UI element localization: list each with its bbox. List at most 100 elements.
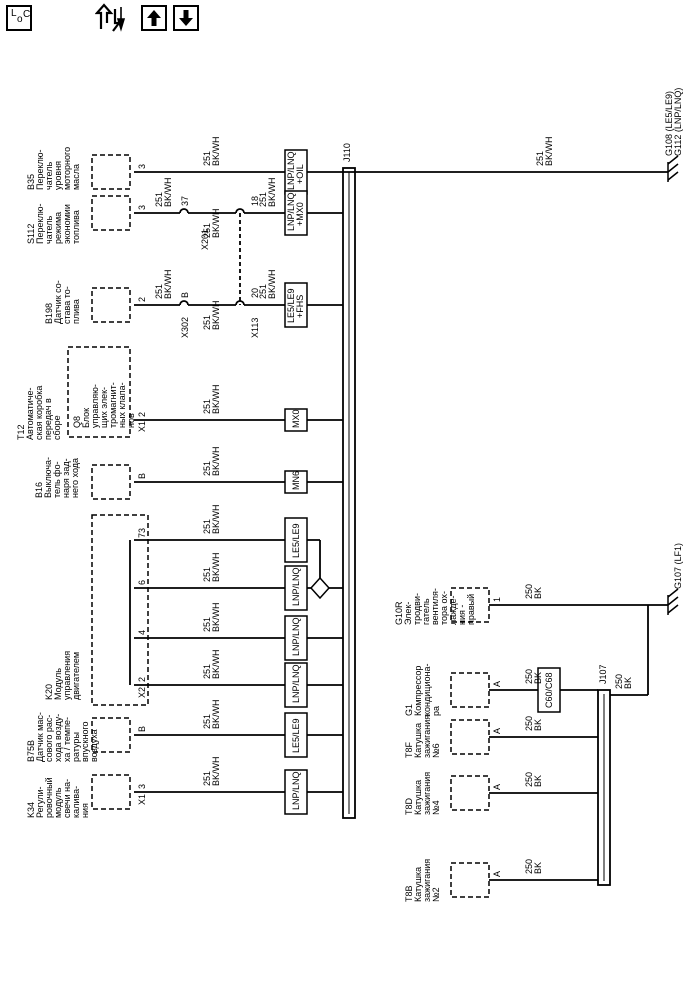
- wire-label-t8d-color: BK: [533, 775, 543, 787]
- svg-text:правый: правый: [466, 594, 476, 625]
- component-label-k34: K34 Регули- ровочный модуль свечи на- ка…: [26, 777, 90, 818]
- svg-text:Регули-: Регули-: [35, 787, 45, 818]
- svg-text:K20: K20: [44, 684, 54, 700]
- svg-text:B16: B16: [34, 482, 44, 498]
- pin-g1: A: [492, 681, 502, 687]
- wire-label-b198a-num: 251: [154, 284, 164, 299]
- component-box-t8b: [450, 862, 490, 898]
- option-b198-line2: +FHS: [295, 295, 305, 318]
- wire-label-k34-num: 251: [202, 771, 212, 786]
- wire-label-t8d-num: 250: [524, 772, 534, 787]
- location-view-button[interactable]: L o C: [6, 5, 32, 31]
- svg-text:K34: K34: [26, 802, 36, 818]
- option-k20-73: LE5/LE9: [291, 523, 301, 558]
- svg-text:кондициона-: кондициона-: [422, 664, 432, 716]
- pin-t12-conn: X1: [137, 421, 147, 432]
- pin-t8b: A: [492, 871, 502, 877]
- svg-text:ровочный: ровочный: [44, 777, 54, 818]
- svg-text:экономии: экономии: [62, 204, 72, 244]
- wire-label-s112c-color: BK/WH: [267, 177, 277, 207]
- wire-label-ground-num: 251: [535, 151, 545, 166]
- svg-text:ния -: ния -: [457, 605, 467, 625]
- svg-text:режима: режима: [53, 212, 63, 244]
- svg-text:T8B: T8B: [404, 885, 414, 902]
- ground-g107-symbol: [667, 588, 679, 615]
- pin-k20-6: 6: [137, 580, 147, 585]
- svg-text:ных клапа-: ных клапа-: [117, 382, 127, 428]
- component-label-g10r: G10R Элек- тродви- гатель вентиля- тора …: [394, 588, 476, 625]
- svg-text:него хода: него хода: [70, 458, 80, 498]
- option-b16: MN6: [291, 471, 301, 490]
- wire-label-k20-73-num: 251: [202, 519, 212, 534]
- next-page-button[interactable]: [173, 5, 199, 31]
- component-box-b16: [91, 464, 131, 500]
- component-label-t8d: T8D Катушка зажигания №4: [404, 772, 441, 815]
- svg-text:ра: ра: [431, 706, 441, 716]
- wire-label-s112a-color: BK/WH: [163, 177, 173, 207]
- svg-text:Катушка: Катушка: [413, 780, 423, 815]
- component-box-g10r: [450, 587, 490, 623]
- wire-label-g10r-color: BK: [533, 587, 543, 599]
- wire-label-b16-num: 251: [202, 461, 212, 476]
- svg-text:модуль: модуль: [53, 787, 63, 818]
- shield-diamond: [309, 576, 331, 600]
- wire-label-b198c-color: BK/WH: [267, 269, 277, 299]
- svg-text:ская коробка: ская коробка: [34, 386, 44, 440]
- svg-text:Переклю-: Переклю-: [35, 203, 45, 244]
- pin-b16: B: [137, 473, 147, 479]
- svg-text:воздуха: воздуха: [89, 729, 99, 762]
- pin-g10r: 1: [492, 597, 502, 602]
- svg-text:наря зад-: наря зад-: [61, 458, 71, 498]
- option-s112-line2: +MX0: [295, 202, 305, 226]
- svg-text:топлива: топлива: [71, 210, 81, 244]
- wire-label-k34-color: BK/WH: [211, 756, 221, 786]
- loc-letter-o: o: [17, 14, 23, 25]
- component-label-s112: S112 Переклю- чатель режима экономии топ…: [26, 203, 81, 244]
- wire-label-j107-color: BK: [623, 677, 633, 689]
- wire-label-s112b-color: BK/WH: [211, 208, 221, 238]
- svg-text:впускного: впускного: [80, 721, 90, 762]
- wire-label-t8f-color: BK: [533, 719, 543, 731]
- wire-label-b16-color: BK/WH: [211, 446, 221, 476]
- component-label-t12: T12 Автоматиче- ская коробка передач в с…: [16, 386, 62, 440]
- connector-arrows-button[interactable]: [94, 3, 131, 33]
- svg-text:Датчик со-: Датчик со-: [53, 280, 63, 324]
- wire-label-b75b-color: BK/WH: [211, 699, 221, 729]
- splice-bar-j107: [597, 689, 611, 886]
- arrow-up-icon: [147, 10, 161, 26]
- svg-text:T8F: T8F: [404, 741, 414, 758]
- wire-label-t8b-color: BK: [533, 862, 543, 874]
- svg-text:Выключа-: Выключа-: [43, 457, 53, 498]
- svg-text:хода возду-: хода возду-: [53, 714, 63, 762]
- svg-text:сового рас-: сового рас-: [44, 715, 54, 762]
- svg-text:тель фо-: тель фо-: [52, 461, 62, 498]
- option-s112-line1: LNP/LNQ: [286, 192, 296, 231]
- inline-s112-far-pin: 18: [250, 196, 260, 206]
- wire-label-k20-73-color: BK/WH: [211, 504, 221, 534]
- splice-j110-label: J110: [342, 143, 352, 162]
- component-box-t8f: [450, 719, 490, 755]
- pin-k34: 3: [137, 784, 147, 789]
- svg-text:щих элек-: щих элек-: [99, 387, 109, 428]
- component-label-b75b: B75B Датчик мас- сового рас- хода возду-…: [26, 712, 99, 762]
- wire-label-g1-color: BK: [533, 672, 543, 684]
- wire-label-t12-num: 251: [202, 399, 212, 414]
- loc-letter-c: C: [23, 9, 31, 20]
- svg-text:чатель: чатель: [44, 162, 54, 190]
- connector-arrows-icon: [94, 3, 126, 32]
- pin-k20-4: 4: [137, 630, 147, 635]
- wire-label-s112a-num: 251: [154, 192, 164, 207]
- svg-text:зажигания: зажигания: [422, 715, 432, 758]
- component-box-t8d: [450, 775, 490, 811]
- svg-text:Блок: Блок: [81, 408, 91, 428]
- wire-label-k20-4-color: BK/WH: [211, 602, 221, 632]
- option-b35-line1: LNP/LNQ: [286, 151, 296, 190]
- ground-g108-label: G108 (LE5/LE9): [664, 91, 674, 156]
- svg-text:зажигания: зажигания: [422, 859, 432, 902]
- wire-label-s112b-num: 251: [202, 223, 212, 238]
- component-label-t8f: T8F Катушка зажигания №6: [404, 715, 441, 758]
- previous-page-button[interactable]: [141, 5, 167, 31]
- wire-label-b35-num: 251: [202, 151, 212, 166]
- ground-g107-label: G107 (LF1): [673, 543, 683, 589]
- svg-text:Элек-: Элек-: [403, 602, 413, 625]
